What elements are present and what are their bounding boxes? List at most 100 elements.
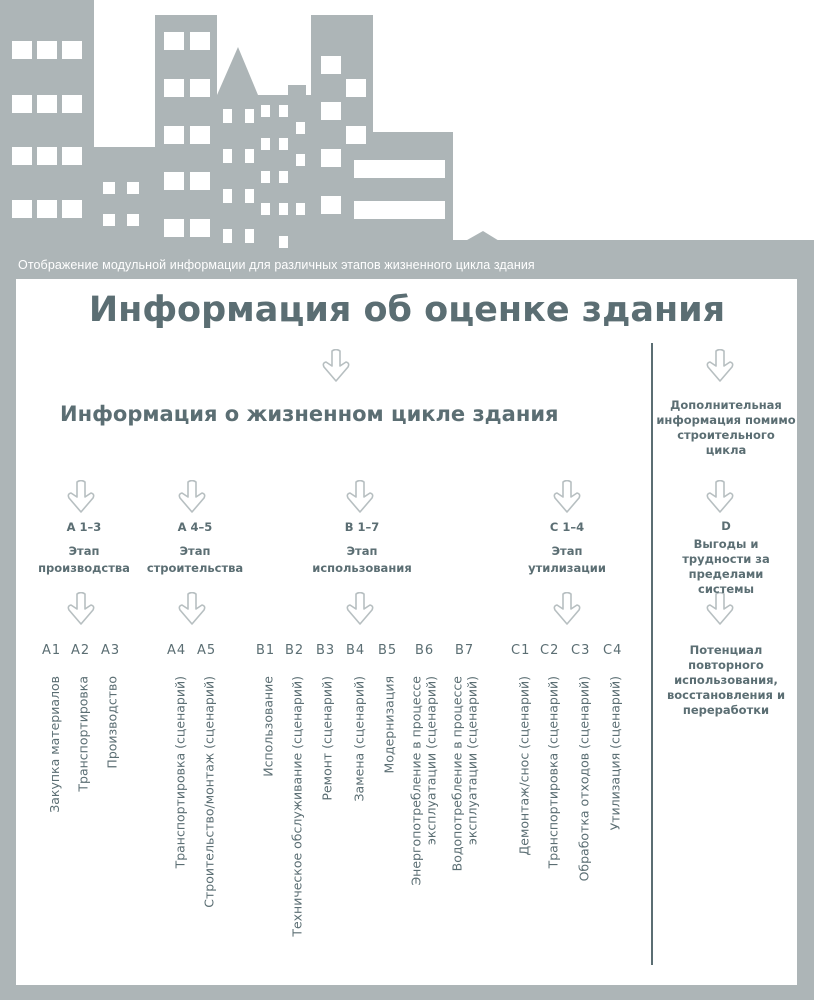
window xyxy=(261,105,270,117)
additional-info-heading: Дополнительная информация помимо строите… xyxy=(656,398,796,457)
window xyxy=(164,32,184,50)
stage-label: Этап использования xyxy=(312,544,412,575)
recovery-potential-label: Потенциал повторного использования, восс… xyxy=(666,643,786,717)
window xyxy=(296,203,305,215)
window xyxy=(103,214,115,226)
window xyxy=(12,200,32,218)
window xyxy=(164,126,184,144)
window xyxy=(37,95,57,113)
window xyxy=(190,172,210,190)
window xyxy=(321,102,341,120)
module-code: A4 xyxy=(167,643,187,658)
module-code: B6 xyxy=(415,643,435,658)
window xyxy=(346,126,366,144)
window xyxy=(354,160,445,178)
stage-label: Этап утилизации xyxy=(528,544,606,575)
window xyxy=(346,79,366,97)
window xyxy=(12,41,32,59)
stage-code: A 4–5 xyxy=(177,520,213,534)
window xyxy=(279,171,288,183)
module-code: A1 xyxy=(42,643,62,658)
window xyxy=(245,229,254,243)
module-code: A3 xyxy=(101,643,121,658)
window xyxy=(12,147,32,165)
module-label-text: Модернизация xyxy=(381,676,396,774)
module-code: C3 xyxy=(571,643,591,658)
window xyxy=(37,147,57,165)
module-label-text: Утилизация (сценарий) xyxy=(607,676,622,831)
down-arrow-icon xyxy=(553,591,581,626)
window xyxy=(190,219,210,237)
module-label-text: Обработка отходов (сценарий) xyxy=(576,676,591,882)
module-d-code: D xyxy=(721,519,731,533)
down-arrow-icon xyxy=(322,348,350,383)
module-code: A2 xyxy=(71,643,91,658)
module-code: B3 xyxy=(316,643,336,658)
window xyxy=(190,126,210,144)
window xyxy=(296,154,305,166)
window xyxy=(62,200,82,218)
down-arrow-icon xyxy=(706,479,734,514)
stage-label: Этап производства xyxy=(38,544,130,575)
module-code: B5 xyxy=(378,643,398,658)
window xyxy=(62,95,82,113)
window xyxy=(245,189,254,203)
down-arrow-icon xyxy=(67,591,95,626)
module-code: C2 xyxy=(540,643,560,658)
down-arrow-icon xyxy=(553,479,581,514)
module-label-text: Техническое обслуживание (сценарий) xyxy=(290,676,305,937)
module-label-text: Транспортировка (сценарий) xyxy=(172,676,187,869)
down-arrow-icon xyxy=(706,591,734,626)
page-title: Информация об оценке здания xyxy=(88,290,726,330)
window xyxy=(296,122,305,134)
down-arrow-icon xyxy=(67,479,95,514)
column-divider xyxy=(651,343,653,965)
window xyxy=(223,109,232,123)
module-label-text: Производство xyxy=(105,676,120,769)
module-label-text: Использование xyxy=(261,676,276,777)
window xyxy=(62,41,82,59)
down-arrow-icon xyxy=(178,591,206,626)
down-arrow-icon xyxy=(346,479,374,514)
module-label-text: Демонтаж/снос (сценарий) xyxy=(516,676,531,856)
stage-code: A 1–3 xyxy=(66,520,102,534)
down-arrow-icon xyxy=(178,479,206,514)
module-code: A5 xyxy=(197,643,217,658)
module-label-text: Энергопотребление в процессе эксплуатаци… xyxy=(409,676,439,886)
module-code: C4 xyxy=(603,643,623,658)
lifecycle-subtitle: Информация о жизненном цикле здания xyxy=(60,402,559,426)
window xyxy=(279,236,288,248)
module-d-label: Выгоды и трудности за пределами системы xyxy=(682,537,770,596)
window xyxy=(261,203,270,215)
window xyxy=(223,149,232,163)
module-code: B1 xyxy=(256,643,276,658)
stage-label: Этап строительства xyxy=(146,544,244,575)
window xyxy=(279,138,288,150)
window xyxy=(37,41,57,59)
window xyxy=(12,95,32,113)
module-label-text: Строительство/монтаж (сценарий) xyxy=(202,676,217,908)
window xyxy=(245,149,254,163)
window xyxy=(245,109,254,123)
window xyxy=(321,149,341,167)
window xyxy=(321,56,341,74)
window xyxy=(127,182,139,194)
window xyxy=(261,138,270,150)
module-code: B2 xyxy=(285,643,305,658)
module-label-text: Замена (сценарий) xyxy=(351,676,366,802)
window xyxy=(190,32,210,50)
window xyxy=(127,214,139,226)
window xyxy=(261,171,270,183)
module-label-text: Водопотребление в процессе эксплуатации … xyxy=(449,676,479,872)
window xyxy=(164,172,184,190)
window xyxy=(190,79,210,97)
window xyxy=(223,189,232,203)
window xyxy=(223,229,232,243)
module-label-text: Транспортировка xyxy=(76,676,91,792)
module-code: C1 xyxy=(511,643,531,658)
window xyxy=(164,219,184,237)
stage-code: C 1–4 xyxy=(549,520,585,534)
